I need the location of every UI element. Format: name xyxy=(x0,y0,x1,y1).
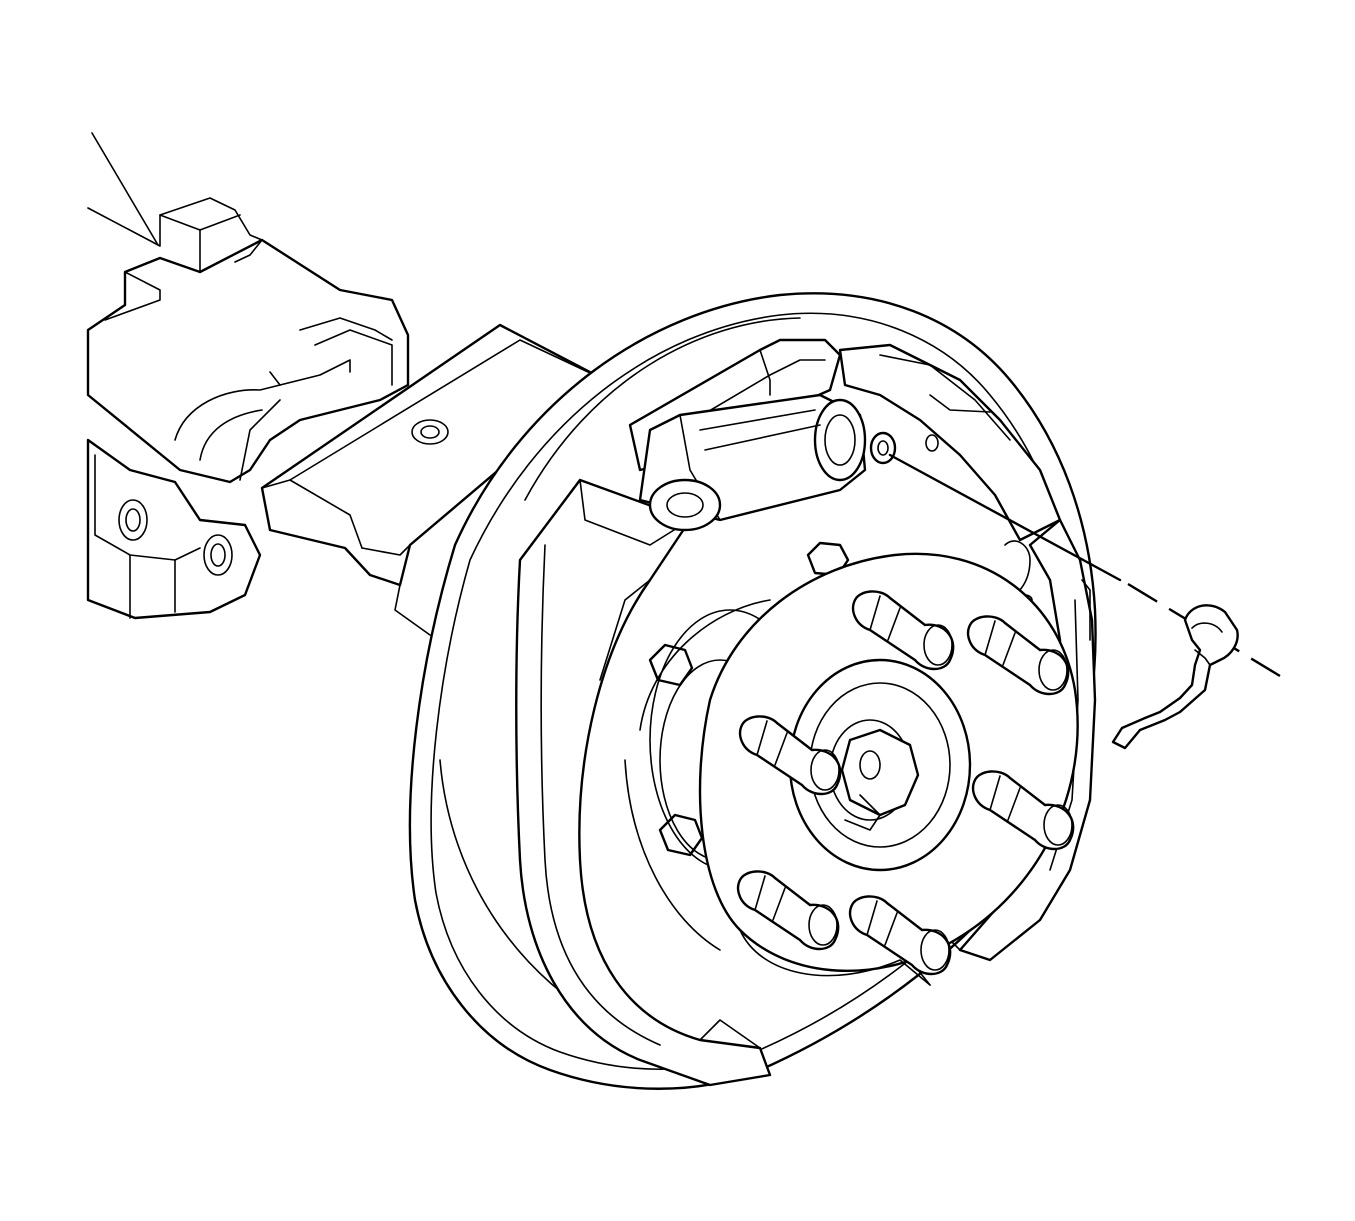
wheel-stud xyxy=(848,895,952,976)
retaining-clip xyxy=(888,453,1281,750)
wheel-stud xyxy=(738,715,842,796)
axle-housing xyxy=(86,197,607,636)
wheel-stud xyxy=(851,590,955,671)
leader-lines xyxy=(87,132,161,247)
wheel-stud xyxy=(971,770,1075,851)
wheel-stud xyxy=(736,870,840,951)
wheel-stud xyxy=(966,615,1070,696)
hub-and-studs xyxy=(624,552,1079,986)
wheel-cylinder xyxy=(638,393,939,857)
